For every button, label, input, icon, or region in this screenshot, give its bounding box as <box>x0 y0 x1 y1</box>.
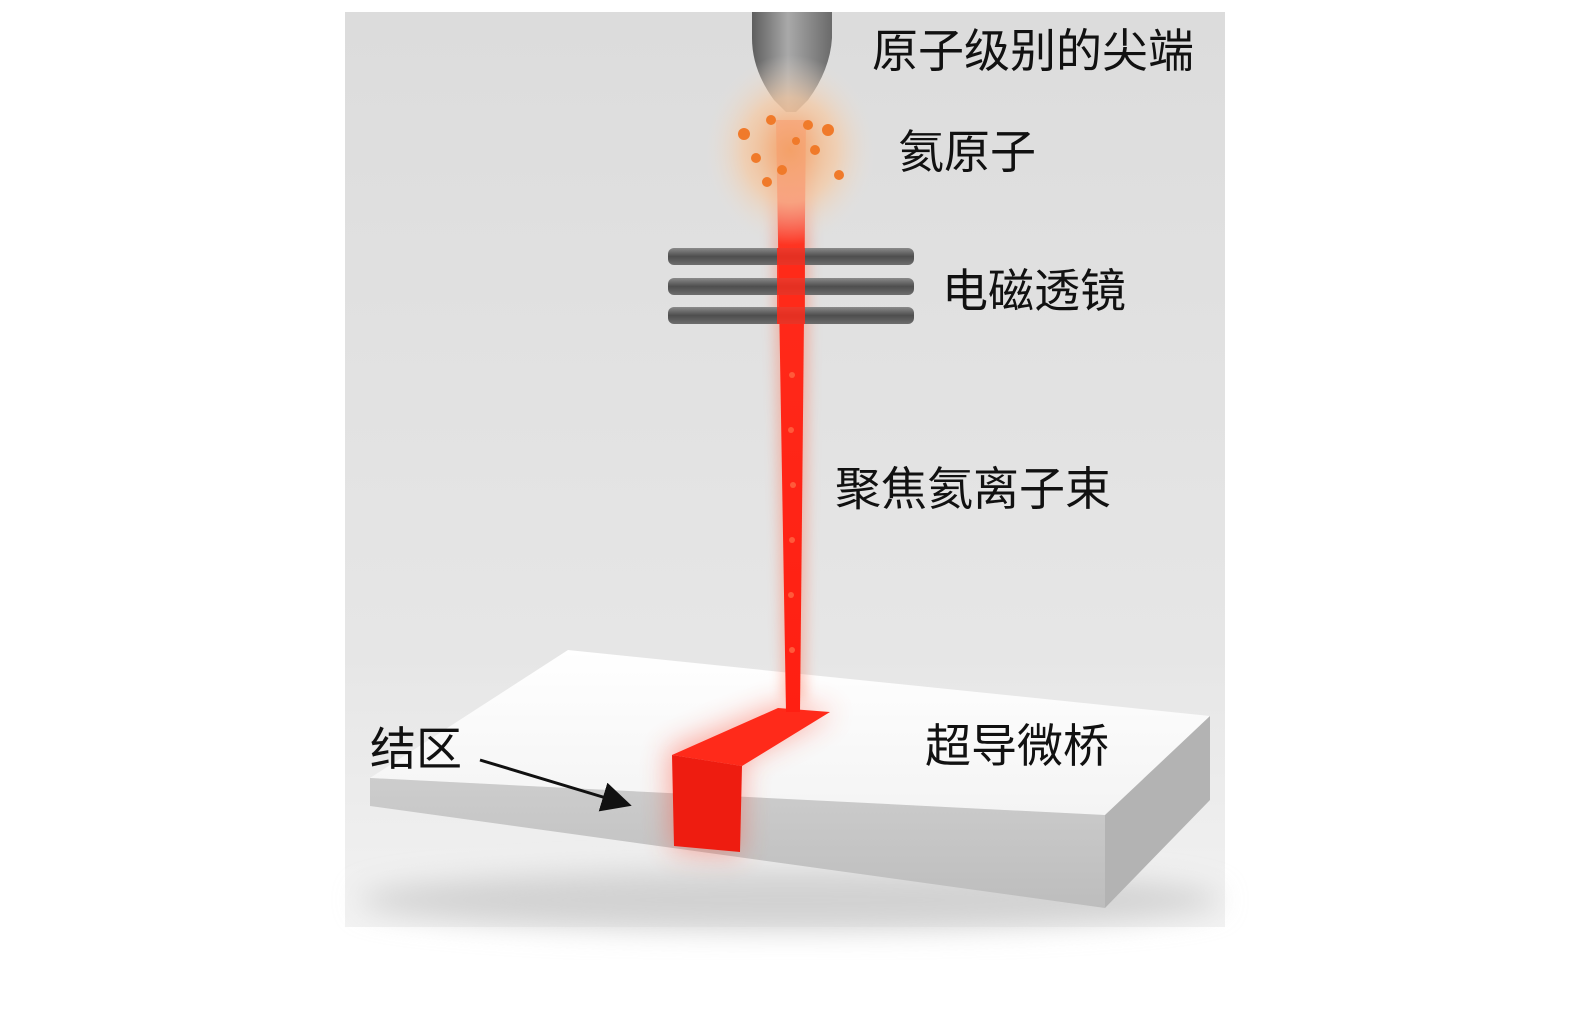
label-focused-beam: 聚焦氦离子束 <box>835 462 1111 516</box>
junction-side-stripe <box>672 755 742 852</box>
slab-right-face <box>1105 716 1210 908</box>
label-microbridge: 超导微桥 <box>925 719 1109 773</box>
label-em-lens: 电磁透镜 <box>942 264 1126 318</box>
junction-pointer-arrow <box>479 758 632 812</box>
junction-region <box>668 705 835 855</box>
beam-ion-dots <box>788 372 796 653</box>
atom-cloud-glow <box>705 55 875 245</box>
junction-top-stripe <box>672 708 830 766</box>
helium-atoms <box>738 115 844 187</box>
lens-beam-pass <box>777 248 805 324</box>
label-junction-region: 结区 <box>370 722 462 776</box>
electromagnetic-lens <box>668 248 914 324</box>
helium-atom-cloud <box>705 55 875 245</box>
label-helium-atoms: 氦原子 <box>898 125 1036 179</box>
label-atomic-tip: 原子级别的尖端 <box>872 24 1194 78</box>
